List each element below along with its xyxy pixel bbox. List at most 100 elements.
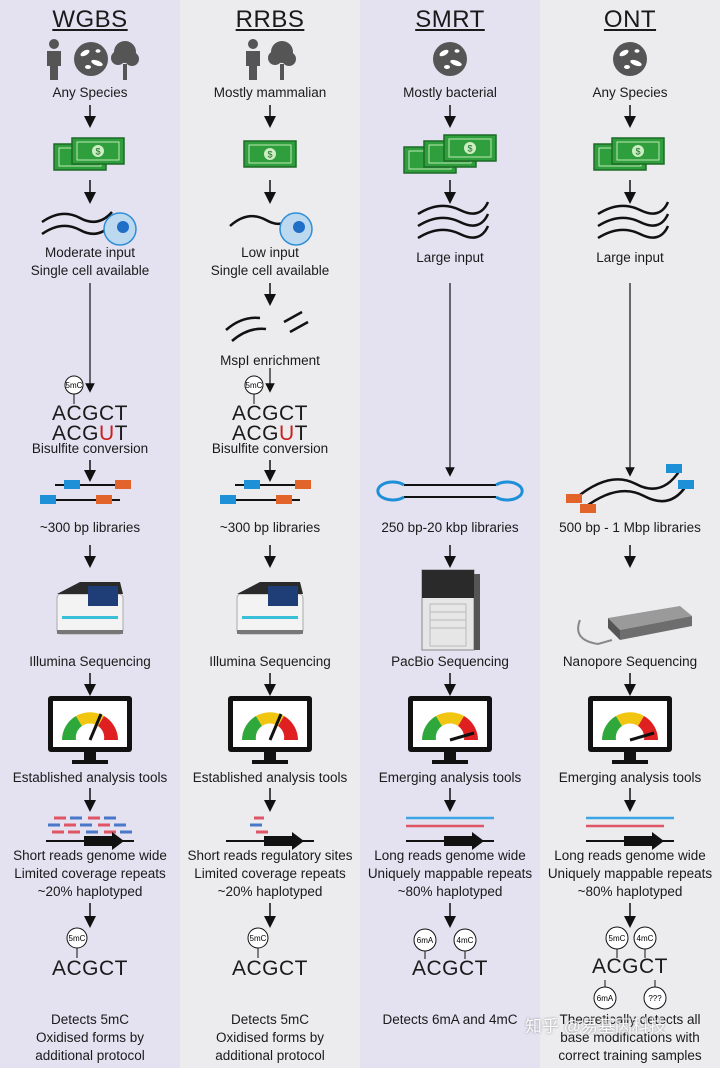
mod-tag-5mc: 5mC [69,934,86,943]
detects-label: Oxidised forms by [215,1030,325,1045]
detects-label: Detects 5mC [230,1012,310,1027]
sequence-before: ACGCT [52,402,128,425]
detects-label: additional protocol [215,1048,325,1063]
final-sequence: ACGCT [232,957,308,980]
input-label: Large input [416,250,484,265]
reads-label: Long reads genome wide [374,848,526,863]
detects-label: Theoretically detects all [559,1012,701,1027]
libraries-label: ~300 bp libraries [39,520,141,535]
reads-label: Limited coverage repeats [194,866,346,881]
detects-label: Oxidised forms by [35,1030,145,1045]
reads-label: Long reads genome wide [554,848,706,863]
sequencer-label: PacBio Sequencing [391,654,509,669]
monitor-gauge-icon [588,696,672,764]
reads-label: ~80% haplotyped [397,884,503,899]
human-icon [47,39,61,80]
analysis-label: Emerging analysis tools [378,770,522,785]
short-reads-regulatory-icon [226,816,314,850]
wgbs-species-icons [47,39,139,80]
libraries-label: ~300 bp libraries [219,520,321,535]
mod-tag-6ma: 6mA [417,936,434,945]
final-sequence: ACGCT [592,955,668,978]
smrtbell-library-icon [376,480,524,502]
final-sequence: ACGCT [412,957,488,980]
column-title: ONT [603,6,657,33]
detects-label: base modifications with [560,1030,700,1045]
input-label: Moderate input [44,245,136,260]
column-smrt [360,0,540,1068]
sequence-after: ACGUT [51,422,128,445]
reads-label: Uniquely mappable repeats [547,866,713,881]
bacteria-icon [74,42,108,76]
species-label: Any Species [592,85,668,100]
final-sequence: ACGCT [52,957,128,980]
mod-tag-5mc: 5mC [250,934,267,943]
money-icon [593,137,665,171]
money-icon [403,134,497,174]
sequencer-label: Nanopore Sequencing [562,654,698,669]
long-reads-icon [406,816,494,850]
detects-label: correct training samples [558,1048,702,1063]
library-fragments-icon [220,480,311,504]
mod-tag-4mc: 4mC [637,934,654,943]
sequencer-label: Illumina Sequencing [209,654,331,669]
species-label: Any Species [52,85,128,100]
money-icon [53,137,125,171]
libraries-label: 500 bp - 1 Mbp libraries [559,520,701,535]
libraries-label: 250 bp-20 kbp libraries [381,520,519,535]
reads-label: ~80% haplotyped [577,884,683,899]
species-label: Mostly bacterial [403,85,497,100]
reads-label: Short reads genome wide [13,848,167,863]
analysis-label: Established analysis tools [192,770,348,785]
analysis-label: Established analysis tools [12,770,168,785]
mod-tag-5mc: 5mC [609,934,626,943]
short-reads-icon [46,816,134,850]
monitor-gauge-icon [228,696,312,764]
mod-tag-unknown: ??? [648,994,662,1003]
monitor-gauge-icon [408,696,492,764]
input-label: Large input [596,250,664,265]
input-label: Low input [241,245,299,260]
analysis-label: Emerging analysis tools [558,770,702,785]
digested-fragments-icon [225,310,309,342]
species-label: Mostly mammalian [213,85,327,100]
dna-strand-icon [597,201,670,240]
bacteria-icon [433,42,467,76]
sequencer-label: Illumina Sequencing [29,654,151,669]
sequencer-icon [577,606,692,646]
reads-label: Uniquely mappable repeats [367,866,533,881]
sequence-after: ACGUT [231,422,308,445]
enrichment-label: MspI enrichment [220,353,320,368]
long-library-icon [566,464,694,513]
reads-label: ~20% haplotyped [217,884,323,899]
column-ont [540,0,720,1068]
column-title: SMRT [415,6,485,33]
column-rrbs [180,0,360,1068]
money-icon [243,140,297,168]
sequencer-icon [56,581,124,635]
monitor-gauge-icon [48,696,132,764]
mod-tag-5mc: 5mC [246,381,263,390]
reads-label: Short reads regulatory sites [187,848,353,863]
bisulfite-label: Bisulfite conversion [211,441,329,456]
long-reads-icon [586,816,674,850]
detects-label: Detects 5mC [50,1012,130,1027]
column-wgbs [0,0,180,1068]
input-label: Single cell available [30,263,150,278]
cell-icon [279,212,313,246]
reads-label: ~20% haplotyped [37,884,143,899]
input-label: Single cell available [210,263,330,278]
rrbs-species-icons [246,39,296,80]
library-fragments-icon [40,480,131,504]
tree-icon [111,41,139,80]
bacteria-icon [613,42,647,76]
bisulfite-label: Bisulfite conversion [31,441,149,456]
dna-strand-icon [417,201,490,240]
mod-tag-4mc: 4mC [457,936,474,945]
tree-icon [268,41,296,80]
sequencer-icon [236,581,304,635]
sequence-before: ACGCT [232,402,308,425]
reads-label: Limited coverage repeats [14,866,166,881]
